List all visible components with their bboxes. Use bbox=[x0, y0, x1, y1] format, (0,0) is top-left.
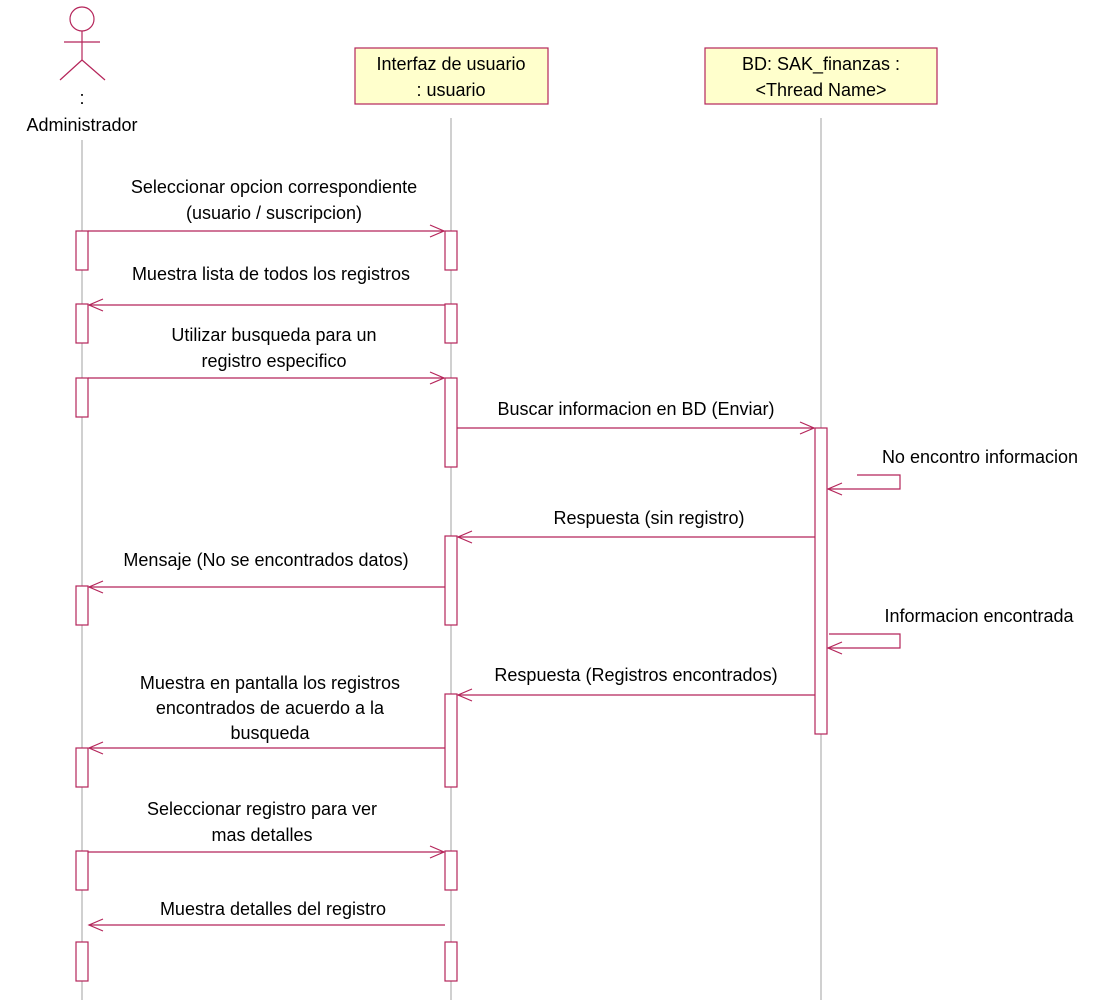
object-bd-sak-finanzas: BD: SAK_finanzas : <Thread Name> bbox=[704, 47, 938, 105]
message-label: Muestra lista de todos los registros bbox=[132, 264, 410, 284]
arrowhead-icon bbox=[87, 741, 104, 755]
object-box bbox=[704, 47, 938, 105]
arrowhead-icon bbox=[87, 580, 104, 594]
self-message-loop bbox=[828, 474, 901, 490]
message-label: Informacion encontrada bbox=[884, 606, 1074, 626]
message-label: Muestra detalles del registro bbox=[160, 899, 386, 919]
message-label: Mensaje (No se encontrados datos) bbox=[123, 550, 408, 570]
message-label: Seleccionar registro para ver bbox=[147, 799, 377, 819]
message-label: Seleccionar opcion correspondiente bbox=[131, 177, 417, 197]
object-box bbox=[354, 47, 549, 105]
arrowhead-icon bbox=[429, 371, 446, 385]
message-informacion-encontrada: Informacion encontrada bbox=[826, 606, 1075, 655]
actor-colon: : bbox=[79, 88, 84, 108]
activation-bar bbox=[75, 230, 89, 271]
activation-bar bbox=[75, 747, 89, 788]
message-label: (usuario / suscripcion) bbox=[186, 203, 362, 223]
activation-bar bbox=[444, 303, 458, 344]
message-buscar-informacion: Buscar informacion en BD (Enviar) bbox=[457, 399, 816, 435]
actor-name: Administrador bbox=[26, 115, 137, 135]
arrowhead-icon bbox=[456, 688, 473, 702]
message-label: No encontro informacion bbox=[882, 447, 1078, 467]
arrowhead-icon bbox=[87, 298, 104, 312]
arrowhead-icon bbox=[87, 918, 104, 932]
activation-bar bbox=[814, 427, 828, 735]
activation-bar bbox=[75, 585, 89, 626]
stick-figure-actor-icon bbox=[59, 6, 106, 81]
arrowhead-icon bbox=[456, 530, 473, 544]
actor-administrador: : Administrador bbox=[26, 6, 138, 135]
message-label: mas detalles bbox=[211, 825, 312, 845]
activation-bar bbox=[75, 303, 89, 344]
message-muestra-detalles: Muestra detalles del registro bbox=[87, 899, 445, 932]
activation-bar bbox=[444, 535, 458, 626]
message-respuesta-registros: Respuesta (Registros encontrados) bbox=[456, 665, 815, 702]
activation-bar bbox=[444, 941, 458, 982]
object-name: BD: SAK_finanzas : bbox=[742, 54, 900, 75]
message-label: Muestra en pantalla los registros bbox=[140, 673, 400, 693]
object-type: <Thread Name> bbox=[755, 80, 886, 100]
activation-bar bbox=[444, 230, 458, 271]
message-mensaje-no-datos: Mensaje (No se encontrados datos) bbox=[87, 550, 445, 594]
message-label: registro especifico bbox=[201, 351, 346, 371]
self-message-loop bbox=[828, 633, 901, 649]
arrowhead-icon bbox=[826, 641, 843, 655]
object-interfaz-de-usuario: Interfaz de usuario : usuario bbox=[354, 47, 549, 105]
message-respuesta-sin-registro: Respuesta (sin registro) bbox=[456, 508, 815, 544]
message-label: Respuesta (Registros encontrados) bbox=[494, 665, 777, 685]
message-utilizar-busqueda: Utilizar busqueda para un registro espec… bbox=[88, 325, 446, 385]
activation-bar bbox=[444, 377, 458, 468]
arrowhead-icon bbox=[429, 845, 446, 859]
message-label: Respuesta (sin registro) bbox=[553, 508, 744, 528]
message-label: busqueda bbox=[230, 723, 310, 743]
message-seleccionar-registro: Seleccionar registro para ver mas detall… bbox=[88, 799, 446, 859]
activation-bar bbox=[75, 850, 89, 891]
message-seleccionar-opcion: Seleccionar opcion correspondiente (usua… bbox=[88, 177, 446, 238]
arrowhead-icon bbox=[429, 224, 446, 238]
message-label: encontrados de acuerdo a la bbox=[156, 698, 385, 718]
message-muestra-lista: Muestra lista de todos los registros bbox=[87, 264, 445, 312]
activation-bar bbox=[75, 377, 89, 418]
object-type: : usuario bbox=[416, 80, 485, 100]
activation-bar bbox=[75, 941, 89, 982]
message-no-encontro: No encontro informacion bbox=[826, 447, 1078, 496]
message-label: Utilizar busqueda para un bbox=[171, 325, 376, 345]
arrowhead-icon bbox=[826, 482, 843, 496]
object-name: Interfaz de usuario bbox=[376, 54, 525, 74]
message-label: Buscar informacion en BD (Enviar) bbox=[497, 399, 774, 419]
arrowhead-icon bbox=[799, 421, 816, 435]
activation-bar bbox=[444, 693, 458, 788]
activation-bar bbox=[444, 850, 458, 891]
message-muestra-en-pantalla: Muestra en pantalla los registros encont… bbox=[87, 673, 445, 755]
